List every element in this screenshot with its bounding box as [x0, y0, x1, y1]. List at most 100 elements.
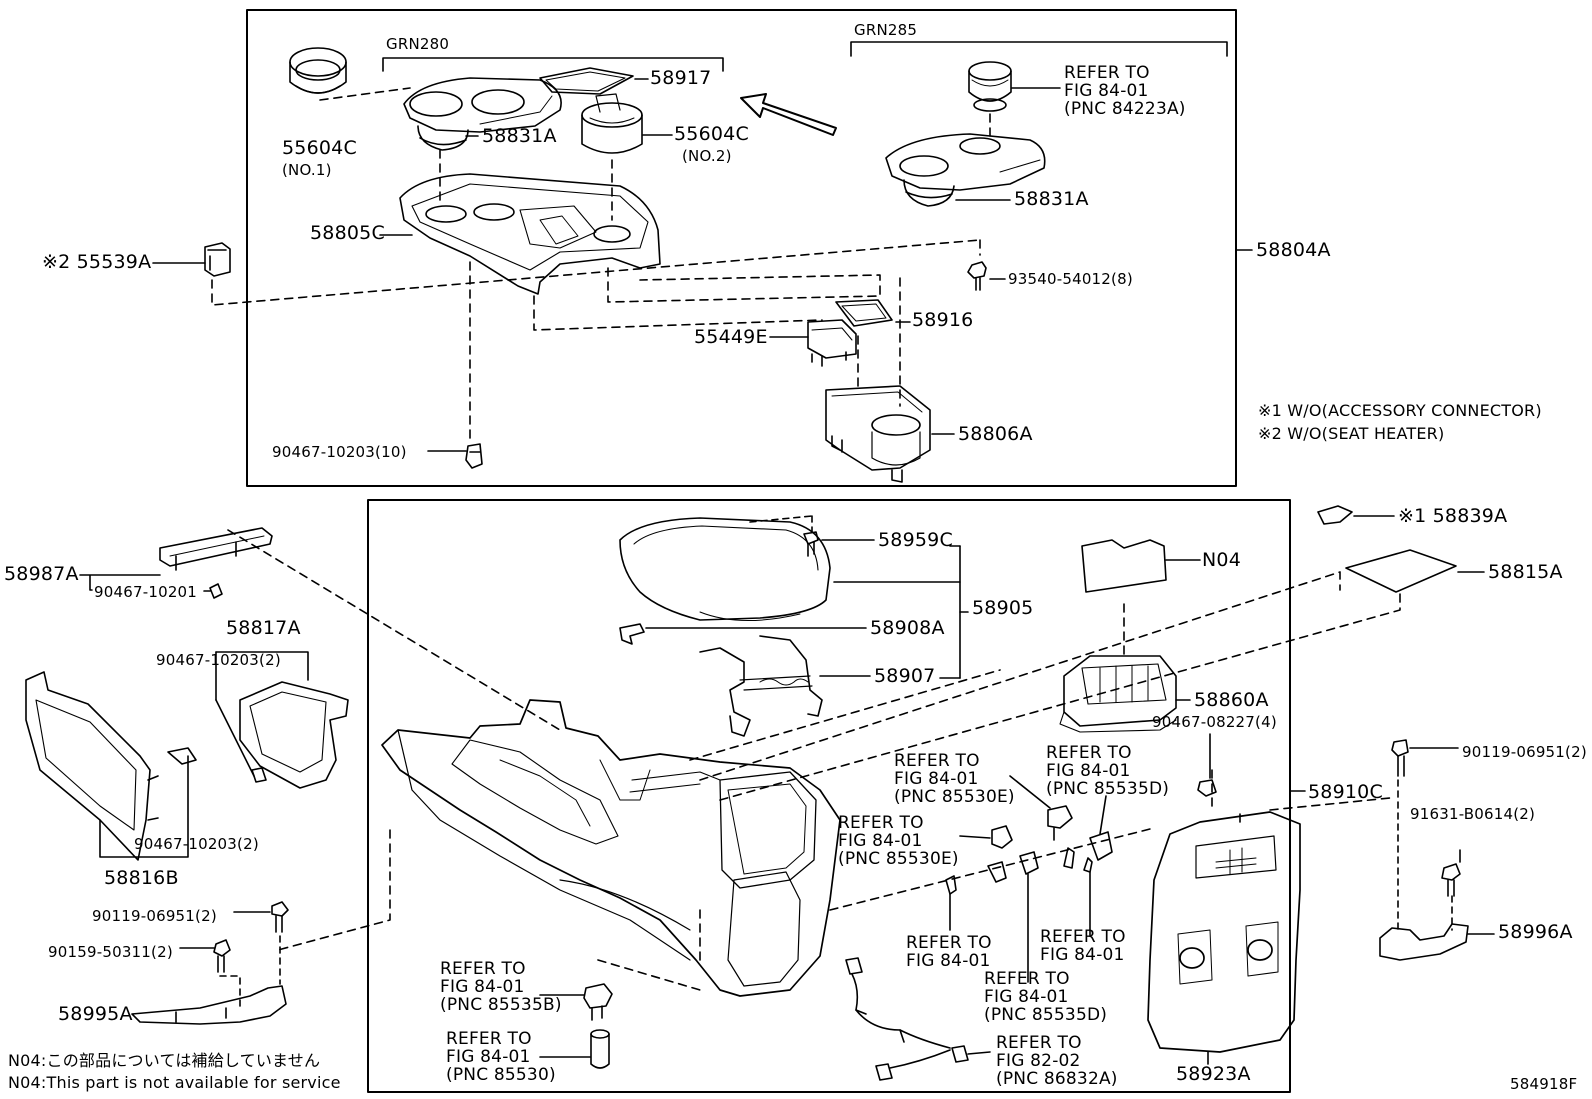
part-label-58805c: 58805C [310, 222, 385, 244]
part-label-90467-10203-10: 90467-10203(10) [272, 443, 407, 461]
upper-subassembly-frame [246, 9, 1237, 487]
part-note-55604c-no1: (NO.1) [282, 161, 332, 179]
part-label-58923a: 58923A [1176, 1063, 1251, 1085]
switch-85530e-b-drawing [987, 825, 1039, 883]
group-label-grn280: GRN280 [386, 35, 450, 53]
refer-label-85530e-b: REFER TO FIG 84-01 (PNC 85530E) [838, 813, 959, 869]
footnote-2: ※2 W/O(SEAT HEATER) [1258, 424, 1445, 443]
part-label-58916: 58916 [912, 309, 974, 331]
bracket-58996a-drawing [1379, 923, 1469, 961]
refer-label-85530e-a: REFER TO FIG 84-01 (PNC 85530E) [894, 751, 1015, 807]
console-body-58910c-drawing [381, 699, 841, 997]
mat-58917-drawing [539, 67, 634, 95]
clip-90467-10203-10-drawing [465, 443, 483, 469]
panel-58805c-drawing [399, 173, 661, 295]
box-58806a-drawing [825, 385, 931, 483]
group-label-grn285: GRN285 [854, 21, 918, 39]
tray-58831a-right-drawing [885, 133, 1046, 207]
cup-holder-55604c-no2-drawing [581, 93, 643, 154]
bezel-58916-drawing [835, 299, 893, 327]
switch-55449e-drawing [807, 319, 857, 367]
direction-arrow [740, 93, 837, 136]
part-label-90119-06951-left: 90119-06951(2) [92, 907, 217, 925]
part-label-55539a: ※2 55539A [42, 251, 152, 273]
bolt-91631-drawing [1441, 863, 1461, 897]
part-label-58806a: 58806A [958, 423, 1033, 445]
cover-58839a-drawing [1317, 505, 1353, 525]
grn280-bracket [382, 57, 724, 72]
part-note-55604c-no2: (NO.2) [682, 147, 732, 165]
harness-86832a-drawing [845, 957, 969, 1081]
part-label-58804a: 58804A [1256, 239, 1331, 261]
switch-85530e-a-drawing [1047, 805, 1073, 841]
part-label-55449e: 55449E [694, 326, 768, 348]
part-label-58817a: 58817A [226, 617, 301, 639]
bracket-58995a-drawing [131, 985, 287, 1025]
part-label-90467-10201: 90467-10201 [94, 583, 198, 601]
part-label-58910c: 58910C [1308, 781, 1383, 803]
bolt-90159-drawing [213, 939, 231, 973]
refer-label-fig-84-01-b: REFER TO FIG 84-01 [1040, 927, 1126, 965]
cup-holder-55604c-no1-drawing [289, 47, 347, 94]
part-label-58917: 58917 [650, 67, 712, 89]
refer-label-85535b: REFER TO FIG 84-01 (PNC 85535B) [440, 959, 562, 1015]
clip-90467-08227-drawing [1197, 779, 1217, 797]
switch-85535b-drawing [583, 983, 613, 1021]
part-label-91631-b0614: 91631-B0614(2) [1410, 805, 1536, 823]
refer-label-84223a: REFER TO FIG 84-01 (PNC 84223A) [1064, 63, 1186, 119]
part-label-58987a: 58987A [4, 563, 79, 585]
part-label-90467-08227: 90467-08227(4) [1152, 713, 1277, 731]
strip-58987a-drawing [159, 527, 273, 567]
part-label-58831a-right: 58831A [1014, 188, 1089, 210]
grn285-bracket [850, 41, 1228, 57]
vent-58860a-drawing [1059, 655, 1177, 733]
lower-assembly-frame [367, 499, 1291, 1093]
part-label-58815a: 58815A [1488, 561, 1563, 583]
mat-58815a-drawing [1345, 549, 1457, 593]
figure-id: 584918F [1510, 1075, 1578, 1093]
n04-note-english: N04:This part is not available for servi… [8, 1073, 341, 1092]
refer-label-85535d-b: REFER TO FIG 84-01 (PNC 85535D) [984, 969, 1108, 1025]
part-label-58839a: ※1 58839A [1398, 505, 1508, 527]
hinge-58907-drawing [699, 635, 823, 737]
part-label-58996a: 58996A [1498, 921, 1573, 943]
part-label-55604c-no2: 55604C [674, 123, 749, 145]
bolt-90119-right-drawing [1391, 739, 1409, 777]
rear-panel-58923a-drawing [1147, 811, 1301, 1053]
footnote-1: ※1 W/O(ACCESSORY CONNECTOR) [1258, 401, 1542, 420]
screw-93540-drawing [967, 261, 987, 291]
part-label-58995a: 58995A [58, 1003, 133, 1025]
bolt-90119-left-drawing [271, 901, 289, 933]
armrest-lid-58905-drawing [619, 517, 831, 622]
n04-note-japanese: N04:この部品については補給していません [8, 1051, 321, 1070]
tray-58831a-left-drawing [403, 77, 562, 151]
switch-85535d-a-drawing [1089, 831, 1113, 861]
socket-85530-drawing [590, 1029, 610, 1069]
refer-label-85530: REFER TO FIG 84-01 (PNC 85530) [446, 1029, 556, 1085]
connector-55539a-drawing [204, 242, 231, 277]
part-label-58907: 58907 [874, 665, 936, 687]
refer-label-fig-84-01-a: REFER TO FIG 84-01 [906, 933, 992, 971]
panel-n04-drawing [1081, 539, 1167, 593]
part-label-58831a-left: 58831A [482, 125, 557, 147]
refer-label-86832a: REFER TO FIG 82-02 (PNC 86832A) [996, 1033, 1118, 1089]
part-label-58905: 58905 [972, 597, 1034, 619]
part-label-n04: N04 [1202, 549, 1241, 571]
knob-84223a-drawing [968, 61, 1012, 112]
panel-58816b-drawing [25, 671, 159, 861]
panel-58817a-drawing [239, 681, 349, 789]
part-label-90159-50311: 90159-50311(2) [48, 943, 173, 961]
part-label-90467-10203-2-upper: 90467-10203(2) [156, 651, 281, 669]
part-label-58908a: 58908A [870, 617, 945, 639]
refer-label-85535d-a: REFER TO FIG 84-01 (PNC 85535D) [1046, 743, 1170, 799]
part-label-90119-06951-right: 90119-06951(2) [1462, 743, 1587, 761]
part-label-55604c-no1: 55604C [282, 137, 357, 159]
plate-58908a-drawing [619, 623, 645, 645]
part-label-93540-54012: 93540-54012(8) [1008, 270, 1133, 288]
part-label-58860a: 58860A [1194, 689, 1269, 711]
part-label-90467-10203-2-lower: 90467-10203(2) [134, 835, 259, 853]
part-label-58816b: 58816B [104, 867, 179, 889]
part-label-58959c: 58959C [878, 529, 953, 551]
